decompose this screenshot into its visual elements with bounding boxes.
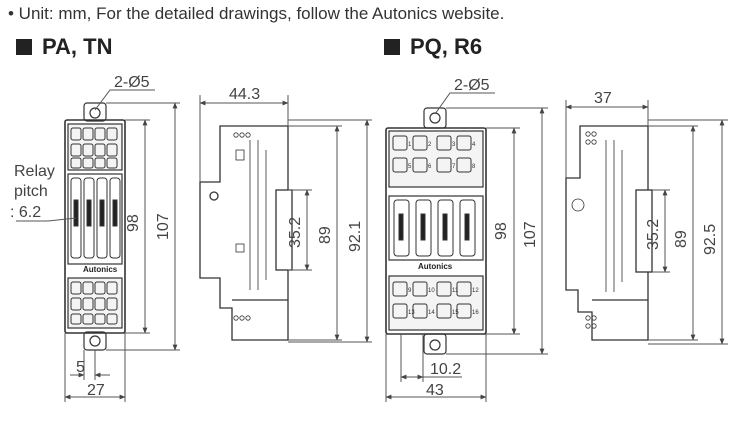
- pq-r6-front-view: [385, 107, 487, 355]
- section-title-pa-tn: PA, TN: [16, 34, 112, 60]
- section-title-pq-r6: PQ, R6: [384, 34, 482, 60]
- pa-tn-pin-gap-label: 5: [76, 359, 85, 376]
- pa-tn-height-outer-label: 107: [155, 213, 172, 240]
- terminal-number: 1: [408, 142, 412, 148]
- pa-tn-relay-pitch-line2: pitch: [14, 183, 48, 200]
- terminal-number: 8: [472, 164, 476, 170]
- pq-r6-terminal-numbers: 1 2 3 4 5 6 7 8 9 10 11 12 13 14 15 16: [408, 142, 479, 316]
- pa-tn-total-label: 92.1: [347, 221, 364, 252]
- terminal-number: 6: [428, 164, 432, 170]
- unit-note: • Unit: mm, For the detailed drawings, f…: [8, 4, 505, 23]
- pa-tn-depth-label: 44.3: [229, 86, 260, 103]
- pq-r6-pitch-label: 10.2: [430, 361, 461, 378]
- pa-tn-relay-pitch-line1: Relay: [14, 163, 55, 180]
- pa-tn-front-dimensions: [16, 89, 180, 402]
- section-title-pa-tn-text: PA, TN: [42, 34, 113, 59]
- pq-r6-side-view: [565, 125, 653, 341]
- pa-tn-side-dimensions: [199, 95, 372, 343]
- pq-r6-rail-label: 35.2: [645, 219, 662, 250]
- pq-r6-height-inner-label: 98: [493, 222, 510, 240]
- pa-tn-hole-label: 2-Ø5: [114, 74, 150, 91]
- terminal-number: 14: [428, 310, 435, 316]
- pq-r6-brand-label: Autonics: [418, 262, 453, 271]
- pa-tn-width-label: 27: [87, 382, 105, 399]
- pa-tn-rail-label: 35.2: [287, 217, 304, 248]
- terminal-number: 3: [452, 142, 456, 148]
- terminal-number: 12: [472, 288, 479, 294]
- pa-tn-side-view: [199, 125, 293, 341]
- pa-tn-brand-label: Autonics: [83, 265, 118, 274]
- pq-r6-side-dimensions: [565, 100, 728, 345]
- terminal-number: 4: [472, 142, 476, 148]
- terminal-number: 10: [428, 288, 435, 294]
- terminal-number: 2: [428, 142, 432, 148]
- terminal-number: 9: [408, 288, 412, 294]
- terminal-number: 13: [408, 310, 415, 316]
- section-title-pq-r6-text: PQ, R6: [410, 34, 483, 59]
- pa-tn-relay-pitch-line3: : 6.2: [10, 204, 41, 221]
- pq-r6-total-label: 92.5: [702, 224, 719, 255]
- pq-r6-depth-label: 37: [594, 90, 612, 107]
- terminal-number: 16: [472, 310, 479, 316]
- pa-tn-height-inner-label: 98: [125, 214, 142, 232]
- square-bullet-icon: [16, 39, 32, 55]
- pq-r6-body-label: 89: [673, 230, 690, 248]
- pa-tn-body-label: 89: [317, 226, 334, 244]
- pa-tn-front-view: [64, 102, 126, 351]
- terminal-number: 15: [452, 310, 459, 316]
- terminal-number: 5: [408, 164, 412, 170]
- pq-r6-height-outer-label: 107: [522, 221, 539, 248]
- pq-r6-hole-label: 2-Ø5: [454, 77, 490, 94]
- terminal-number: 11: [452, 288, 459, 294]
- pq-r6-front-dimensions: [385, 92, 548, 402]
- terminal-number: 7: [452, 164, 456, 170]
- pq-r6-width-label: 43: [426, 382, 444, 399]
- square-bullet-icon: [384, 39, 400, 55]
